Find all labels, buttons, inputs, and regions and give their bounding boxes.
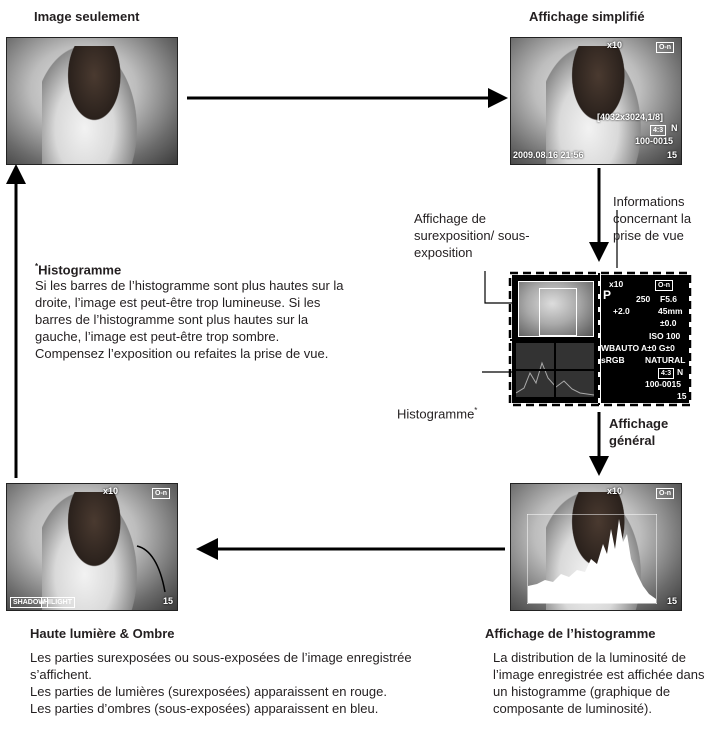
gen-flash-comp: ±0.0: [660, 318, 677, 328]
highlight-shadow-title: Haute lumière & Ombre: [30, 626, 175, 641]
frame-overlay: 15: [667, 150, 678, 160]
mini-histogram: [515, 343, 595, 397]
gen-iso: ISO 100: [649, 331, 681, 341]
highlight-shadow-thumbnail: x10 O-n SHADOW HILIGHT 15: [6, 483, 178, 611]
simplified-title: Affichage simplifié: [529, 9, 645, 24]
datetime-overlay: 2009.08.16 21:56: [513, 150, 584, 160]
overexposure-label: Affichage de surexposition/ sous-exposit…: [414, 211, 530, 260]
histogram-note: *Histogramme Si les barres de l’histogra…: [35, 262, 345, 362]
highlight-shadow-description: Les parties surexposées ou sous-exposées…: [30, 650, 412, 716]
gen-exp-comp: +2.0: [613, 306, 630, 316]
shadow-badge: SHADOW: [10, 597, 48, 608]
shooting-info-label: Informations concernant la prise de vue: [613, 194, 692, 243]
image-only-title: Image seulement: [34, 9, 140, 24]
histogram-display-title: Affichage de l’histogramme: [485, 626, 656, 641]
gen-color-space: sRGB: [601, 355, 625, 365]
aspect-badge: 4:3: [650, 125, 667, 136]
gen-folder: 100-0015: [645, 379, 681, 389]
gen-focal: 45mm: [658, 306, 683, 316]
histogram-display-thumbnail: x10 O-n 15: [510, 483, 682, 611]
gen-wb-adj: A±0 G±0: [641, 343, 675, 353]
simplified-thumbnail: x10 O-n [4032x3024,1/8] 4:3 N 100-0015 2…: [510, 37, 682, 165]
quality-overlay: N: [671, 123, 678, 133]
gen-aspect-badge: 4:3: [658, 368, 675, 379]
folder-overlay: 100-0015: [635, 136, 674, 146]
histogram-display-description: La distribution de la luminosité de l’im…: [493, 650, 705, 716]
gen-quality: N: [677, 367, 684, 377]
protect-icon: O-n: [656, 42, 675, 53]
gen-frame: 15: [677, 391, 687, 401]
hilight-badge: HILIGHT: [41, 597, 75, 608]
mini-image: [518, 281, 594, 337]
histogram-label: Histogramme*: [397, 406, 478, 422]
gen-protect-icon: O-n: [655, 280, 674, 291]
gen-picture-mode: NATURAL: [645, 355, 686, 365]
image-only-thumbnail: [6, 37, 178, 165]
gen-print-count: x10: [609, 279, 624, 289]
gen-mode: P: [603, 288, 612, 302]
histogram-graph: [527, 514, 657, 604]
general-display-info: x10 O-n P 250 F5.6 +2.0 45mm ±0.0 ISO 10…: [601, 275, 689, 403]
gen-wb: WBAUTO: [601, 343, 640, 353]
general-display-image: [512, 275, 598, 403]
gen-shutter: 250: [636, 294, 651, 304]
general-display-label: Affichage général: [609, 416, 669, 448]
print-count-overlay: x10: [607, 40, 623, 50]
histogram-note-text: Si les barres de l’histogramme sont plus…: [35, 278, 344, 362]
resolution-overlay: [4032x3024,1/8]: [597, 112, 664, 122]
histogram-note-title: *Histogramme: [35, 262, 122, 278]
gen-aperture: F5.6: [660, 294, 678, 304]
